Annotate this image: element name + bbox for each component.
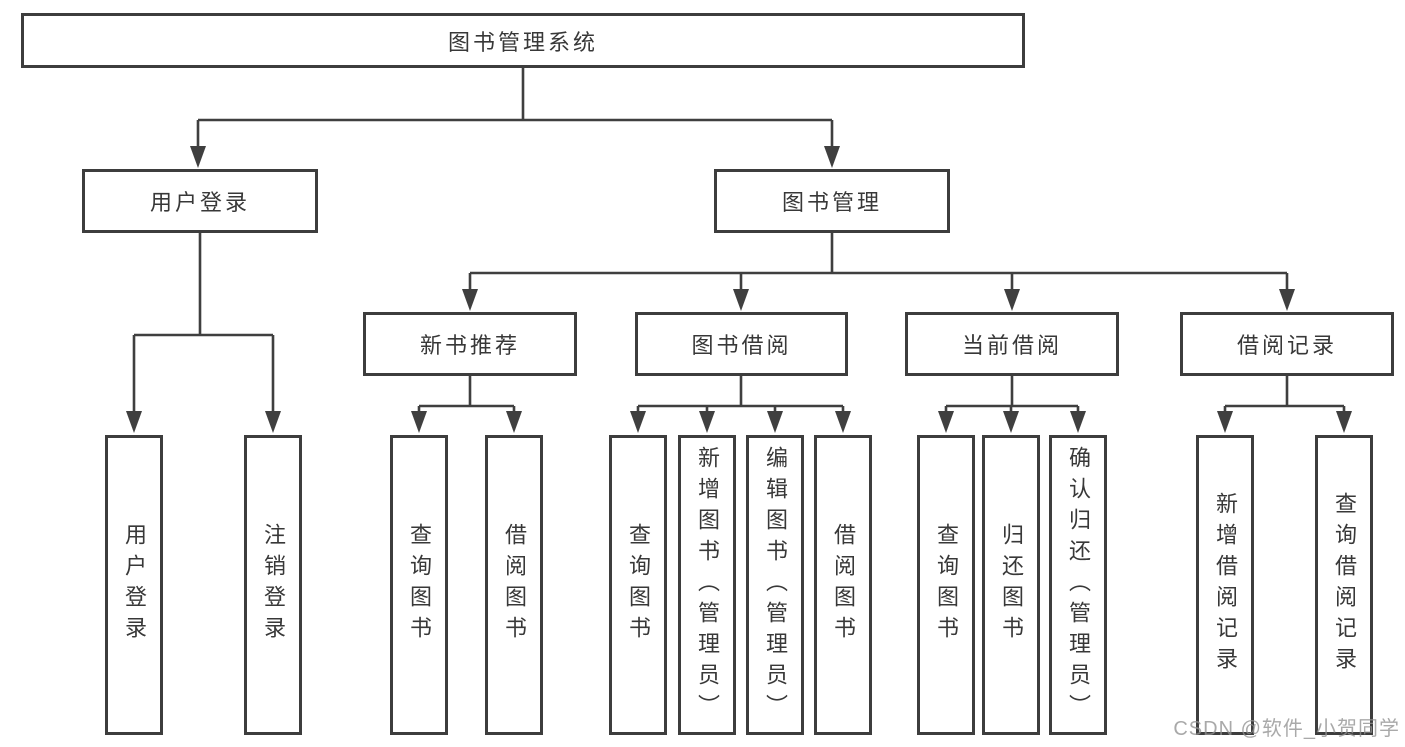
node-label: 用户登录 (149, 190, 250, 215)
leaf-add-borrow-record: 新增借阅记录 (1196, 435, 1254, 735)
leaf-return-book: 归还图书 (982, 435, 1040, 735)
node-label: 注销登录 (261, 523, 286, 647)
node-new-book-recommend: 新书推荐 (363, 312, 577, 376)
node-label: 查询图书 (407, 523, 432, 647)
leaf-add-book-admin: 新增图书（管理员） (678, 435, 736, 735)
leaf-query-book-3: 查询图书 (917, 435, 975, 735)
leaf-user-login: 用户登录 (105, 435, 163, 735)
node-borrow-record: 借阅记录 (1180, 312, 1394, 376)
node-label: 查询图书 (934, 523, 959, 647)
node-label: 归还图书 (999, 523, 1024, 647)
node-label: 用户登录 (122, 523, 147, 647)
leaf-query-book-1: 查询图书 (390, 435, 448, 735)
node-label: 确认归还（管理员） (1066, 445, 1091, 725)
node-label: 图书管理系统 (447, 29, 598, 55)
leaf-confirm-return-admin: 确认归还（管理员） (1049, 435, 1107, 735)
leaf-query-book-2: 查询图书 (609, 435, 667, 735)
node-label: 图书借阅 (691, 333, 792, 358)
node-label: 新增图书（管理员） (695, 445, 720, 725)
node-label: 查询借阅记录 (1332, 492, 1357, 678)
node-current-borrow: 当前借阅 (905, 312, 1119, 376)
leaf-borrow-book-2: 借阅图书 (814, 435, 872, 735)
leaf-logout: 注销登录 (244, 435, 302, 735)
node-label: 编辑图书（管理员） (763, 445, 788, 725)
node-user-login: 用户登录 (82, 169, 318, 233)
node-label: 当前借阅 (961, 333, 1062, 358)
node-label: 新书推荐 (419, 333, 520, 358)
node-book-borrow: 图书借阅 (635, 312, 848, 376)
leaf-borrow-book-1: 借阅图书 (485, 435, 543, 735)
node-system-root: 图书管理系统 (21, 13, 1025, 68)
node-label: 借阅记录 (1236, 333, 1337, 358)
leaf-edit-book-admin: 编辑图书（管理员） (746, 435, 804, 735)
node-book-management: 图书管理 (714, 169, 950, 233)
node-label: 借阅图书 (502, 523, 527, 647)
node-label: 新增借阅记录 (1213, 492, 1238, 678)
node-label: 查询图书 (626, 523, 651, 647)
node-label: 图书管理 (781, 190, 882, 215)
node-label: 借阅图书 (831, 523, 856, 647)
leaf-query-borrow-record: 查询借阅记录 (1315, 435, 1373, 735)
